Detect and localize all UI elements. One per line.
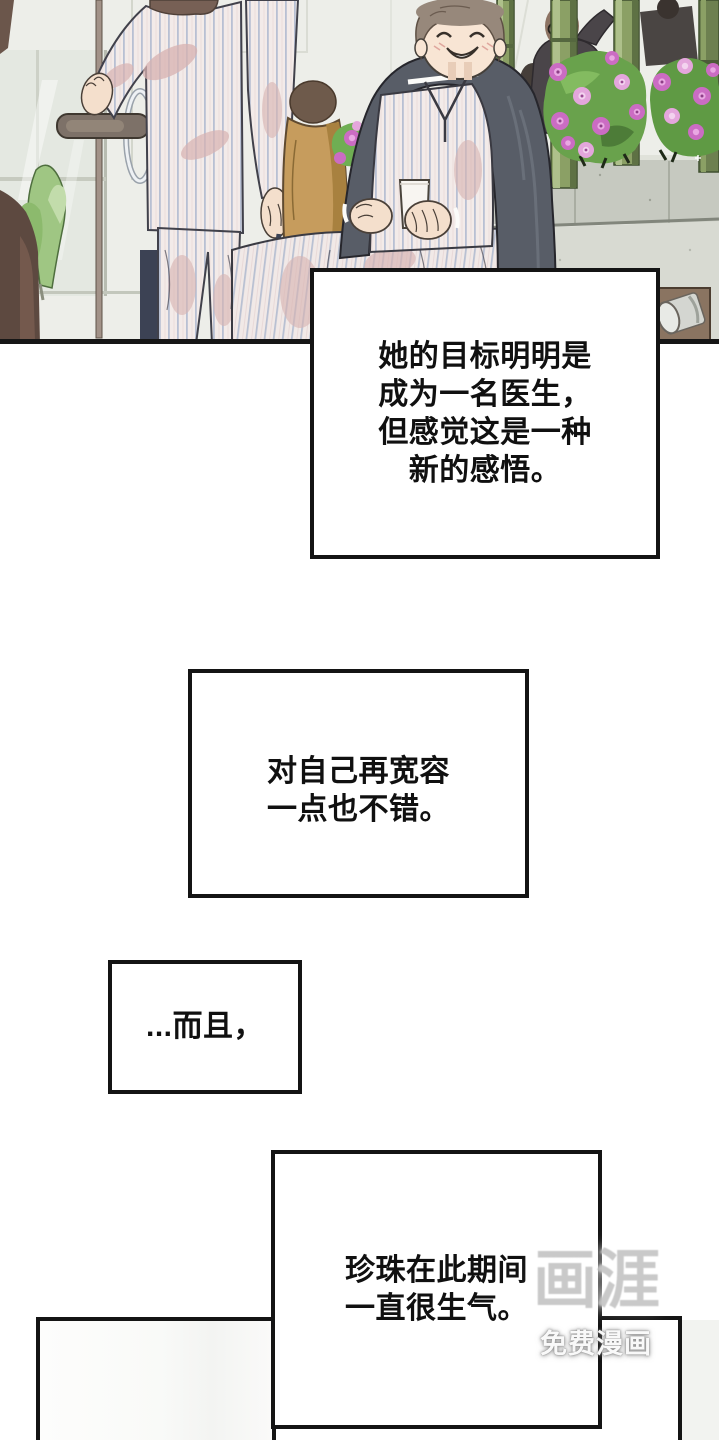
narration-line: 她的目标明明是 (378, 339, 592, 373)
narration-line: 对自己再宽容 (267, 755, 450, 788)
metal-cup-ledge (651, 287, 711, 343)
narration-box-2: 对自己再宽容 一点也不错。 (188, 669, 529, 898)
narration-line: 珍珠在此期间 (345, 1253, 528, 1287)
narration-line: ...而且， (145, 1010, 264, 1043)
next-panel-background (682, 1320, 719, 1440)
narration-line: 一点也不错。 (267, 793, 450, 826)
bystander-silhouette (0, 0, 40, 344)
narration-line: 一直很生气。 (345, 1291, 528, 1325)
flowers-pink (549, 51, 719, 158)
flower-planter (543, 50, 719, 169)
narration-box-5-empty (36, 1317, 276, 1440)
narration-box-1: 她的目标明明是 成为一名医生， 但感觉这是一种 新的感悟。 (310, 268, 660, 559)
narration-line: 但感觉这是一种 (378, 415, 592, 449)
narration-box-3: ...而且， (108, 960, 302, 1094)
narration-box-corner-partial (598, 1316, 682, 1440)
narration-line: 成为一名医生， (378, 377, 592, 411)
narration-line: 新的感悟。 (408, 453, 562, 487)
narration-box-4: 珍珠在此期间 一直很生气。 (271, 1150, 602, 1429)
standing-patient (80, 0, 300, 344)
